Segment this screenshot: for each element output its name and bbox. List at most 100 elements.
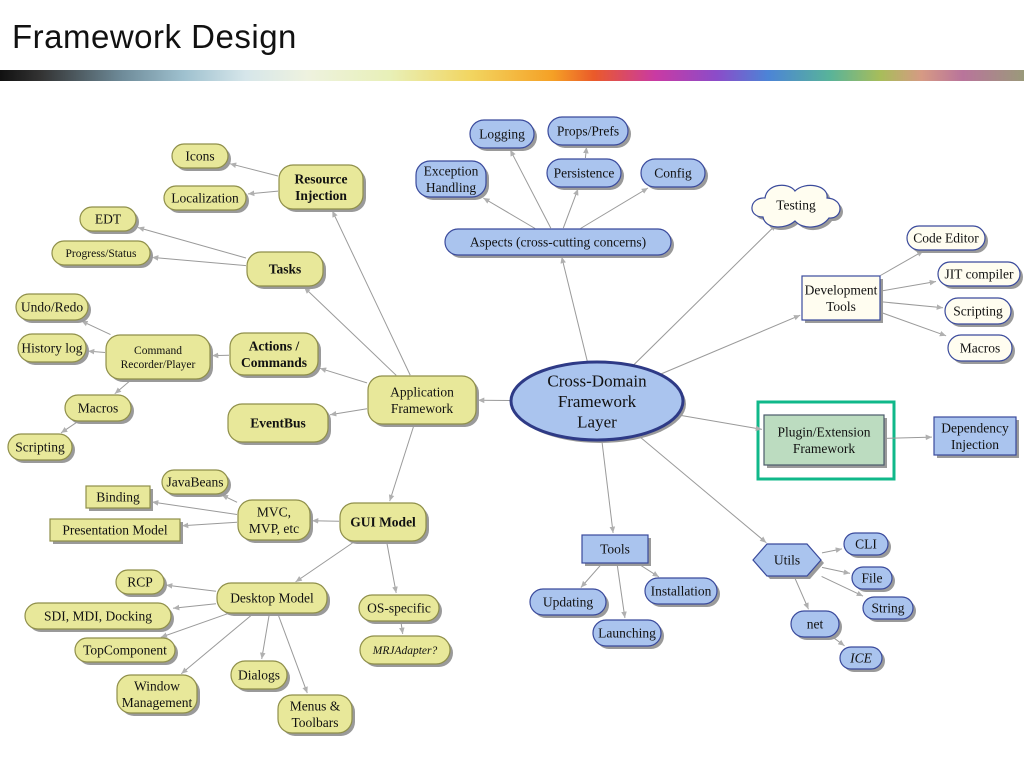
node-javabeans: JavaBeans <box>161 469 231 497</box>
title-divider-bar <box>0 70 1024 81</box>
edge-resource-to-localization <box>247 190 279 197</box>
node-label: Menus & <box>290 699 341 714</box>
node-shape <box>17 333 87 363</box>
node-shape <box>277 694 353 734</box>
node-label: JIT compiler <box>944 267 1014 282</box>
node-rcp: RCP <box>115 569 167 597</box>
node-desktop: Desktop Model <box>216 582 330 616</box>
node-label: Updating <box>543 595 593 610</box>
node-shape <box>358 594 440 622</box>
node-shape <box>581 534 649 564</box>
node-shape <box>229 332 319 376</box>
edge-center-to-utils <box>638 435 767 544</box>
node-shape <box>862 596 914 620</box>
node-shape <box>509 360 685 442</box>
node-shape <box>237 499 311 541</box>
node-shape <box>444 228 672 256</box>
node-presentation: Presentation Model <box>49 518 183 544</box>
node-label: MVC, <box>257 505 291 520</box>
node-ice: ICE <box>839 646 885 672</box>
node-label: Tasks <box>269 262 302 277</box>
node-label: Toolbars <box>291 715 338 730</box>
node-shape <box>339 502 427 542</box>
node-label: TopComponent <box>83 643 167 658</box>
node-shape <box>944 297 1012 325</box>
node-label: Window <box>134 679 180 694</box>
node-label: Framework <box>558 392 637 411</box>
node-label: Logging <box>479 127 525 142</box>
node-osspecific: OS-specific <box>358 594 442 624</box>
node-label: Undo/Redo <box>21 300 83 315</box>
node-label: Commands <box>241 355 307 370</box>
node-shape <box>839 646 883 670</box>
node-shape <box>79 206 137 232</box>
node-label: net <box>807 617 824 632</box>
node-macros_r: Macros <box>947 334 1015 364</box>
edge-aspects-to-persistence <box>562 188 579 229</box>
node-label: Macros <box>78 401 119 416</box>
node-label: Injection <box>951 437 999 452</box>
edge-utils-to-string <box>821 575 864 597</box>
edge-center-to-tools <box>601 440 616 534</box>
node-label: Macros <box>960 341 1001 356</box>
node-string: String <box>862 596 916 622</box>
node-shape <box>85 485 151 509</box>
node-shape <box>415 160 487 198</box>
node-label: Config <box>654 166 692 181</box>
node-shape <box>246 251 324 287</box>
node-label: Launching <box>598 626 656 641</box>
node-testing: Testing <box>751 184 843 231</box>
node-label: Plugin/Extension <box>777 425 870 440</box>
node-shape <box>763 414 885 466</box>
node-shape <box>227 403 329 443</box>
node-localization: Localization <box>163 185 249 213</box>
edge-center-to-devtools <box>660 314 801 375</box>
node-shape <box>74 637 176 663</box>
edge-desktop-to-rcp <box>165 583 217 592</box>
edge-mvc-to-presentation <box>181 521 238 529</box>
node-shape <box>933 416 1017 456</box>
node-label: MRJAdapter? <box>372 645 438 657</box>
node-label: EDT <box>95 212 122 227</box>
node-shape <box>64 394 132 422</box>
node-undo: Undo/Redo <box>15 293 91 323</box>
node-shape <box>751 184 841 228</box>
node-label: Exception <box>424 164 479 179</box>
node-shape <box>49 518 181 542</box>
node-net: net <box>790 610 842 640</box>
node-label: File <box>861 571 882 586</box>
node-shape <box>163 185 247 211</box>
node-scripting_r: Scripting <box>944 297 1014 327</box>
node-label: Persistence <box>554 166 615 181</box>
edge-mvc-to-javabeans <box>221 494 238 503</box>
edge-guimodel-to-desktop <box>295 541 355 583</box>
edge-center-to-plugin <box>678 414 763 432</box>
node-label: EventBus <box>250 416 306 431</box>
node-label: Framework <box>793 441 855 456</box>
node-label: Dialogs <box>238 668 280 683</box>
edge-desktop-to-dialogs <box>259 613 270 660</box>
node-label: Progress/Status <box>66 248 137 260</box>
node-binding: Binding <box>85 485 153 511</box>
node-label: History log <box>21 341 82 356</box>
edge-appfw-to-actions <box>319 367 368 384</box>
edge-desktop-to-menus <box>277 613 308 694</box>
node-shape <box>547 116 629 146</box>
node-label: Binding <box>96 490 140 505</box>
node-label: Development <box>805 283 878 298</box>
edge-devtools-to-codeeditor <box>880 250 924 276</box>
edge-desktop-to-window <box>180 613 254 675</box>
edge-macros_l-to-scripting_l <box>60 421 79 434</box>
edge-desktop-to-sdi <box>172 603 217 611</box>
node-persistence: Persistence <box>546 158 624 190</box>
node-shape <box>851 566 893 590</box>
node-shape <box>790 610 840 638</box>
node-label: GUI Model <box>350 515 416 530</box>
node-shape <box>937 261 1021 287</box>
